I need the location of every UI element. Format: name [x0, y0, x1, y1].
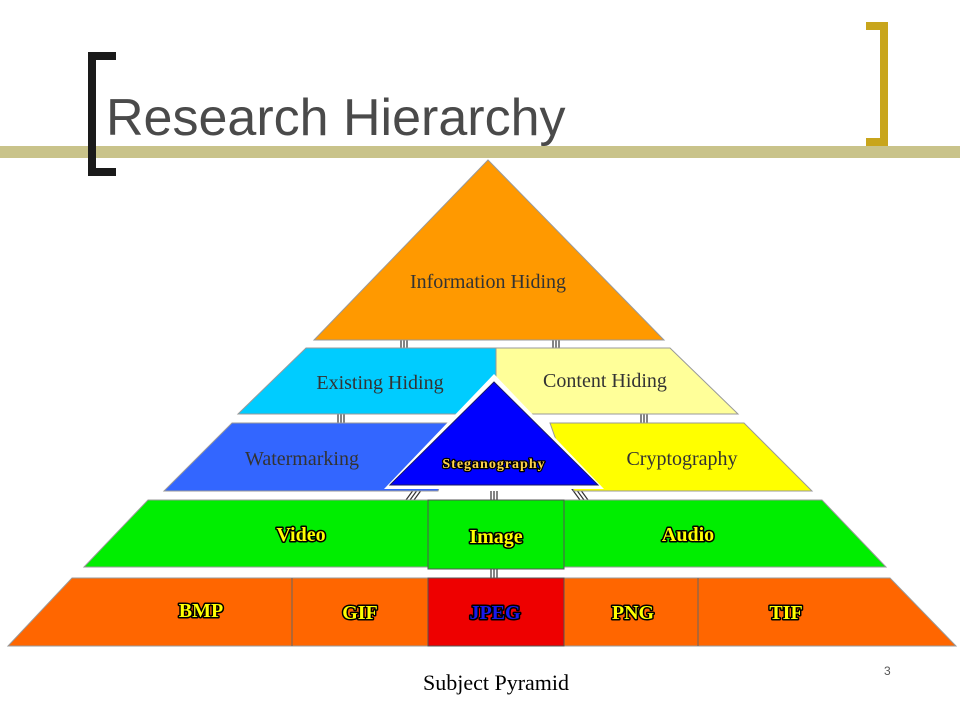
png-label: PNG: [612, 602, 655, 624]
steganography-label: Steganography: [442, 457, 545, 472]
slide-title: Research Hierarchy: [106, 89, 566, 147]
right-bracket: [866, 22, 888, 146]
bmp-label: BMP: [179, 600, 223, 622]
content-hiding-label: Content Hiding: [543, 370, 667, 392]
jpeg-box: [427, 577, 565, 647]
cryptography-label: Cryptography: [626, 448, 737, 470]
info-hiding-label: Information Hiding: [410, 271, 566, 293]
video-label: Video: [276, 524, 325, 546]
existing-hiding-label: Existing Hiding: [316, 372, 443, 394]
jpeg-label: JPEG: [469, 602, 521, 624]
left-bracket: [88, 52, 116, 176]
diagram-caption: Subject Pyramid: [422, 670, 570, 695]
gif-label: GIF: [342, 602, 378, 624]
watermarking-label: Watermarking: [245, 448, 359, 470]
tif-label: TIF: [769, 602, 802, 624]
image-label: Image: [469, 526, 522, 548]
info-hiding-shape: [312, 159, 666, 341]
audio-label: Audio: [662, 524, 714, 546]
title-accent-bar: [0, 146, 960, 158]
watermarking-shape: [162, 422, 463, 492]
image-box: [427, 499, 565, 570]
steganography-shape: [388, 381, 600, 486]
slide-number: 3: [884, 664, 891, 678]
